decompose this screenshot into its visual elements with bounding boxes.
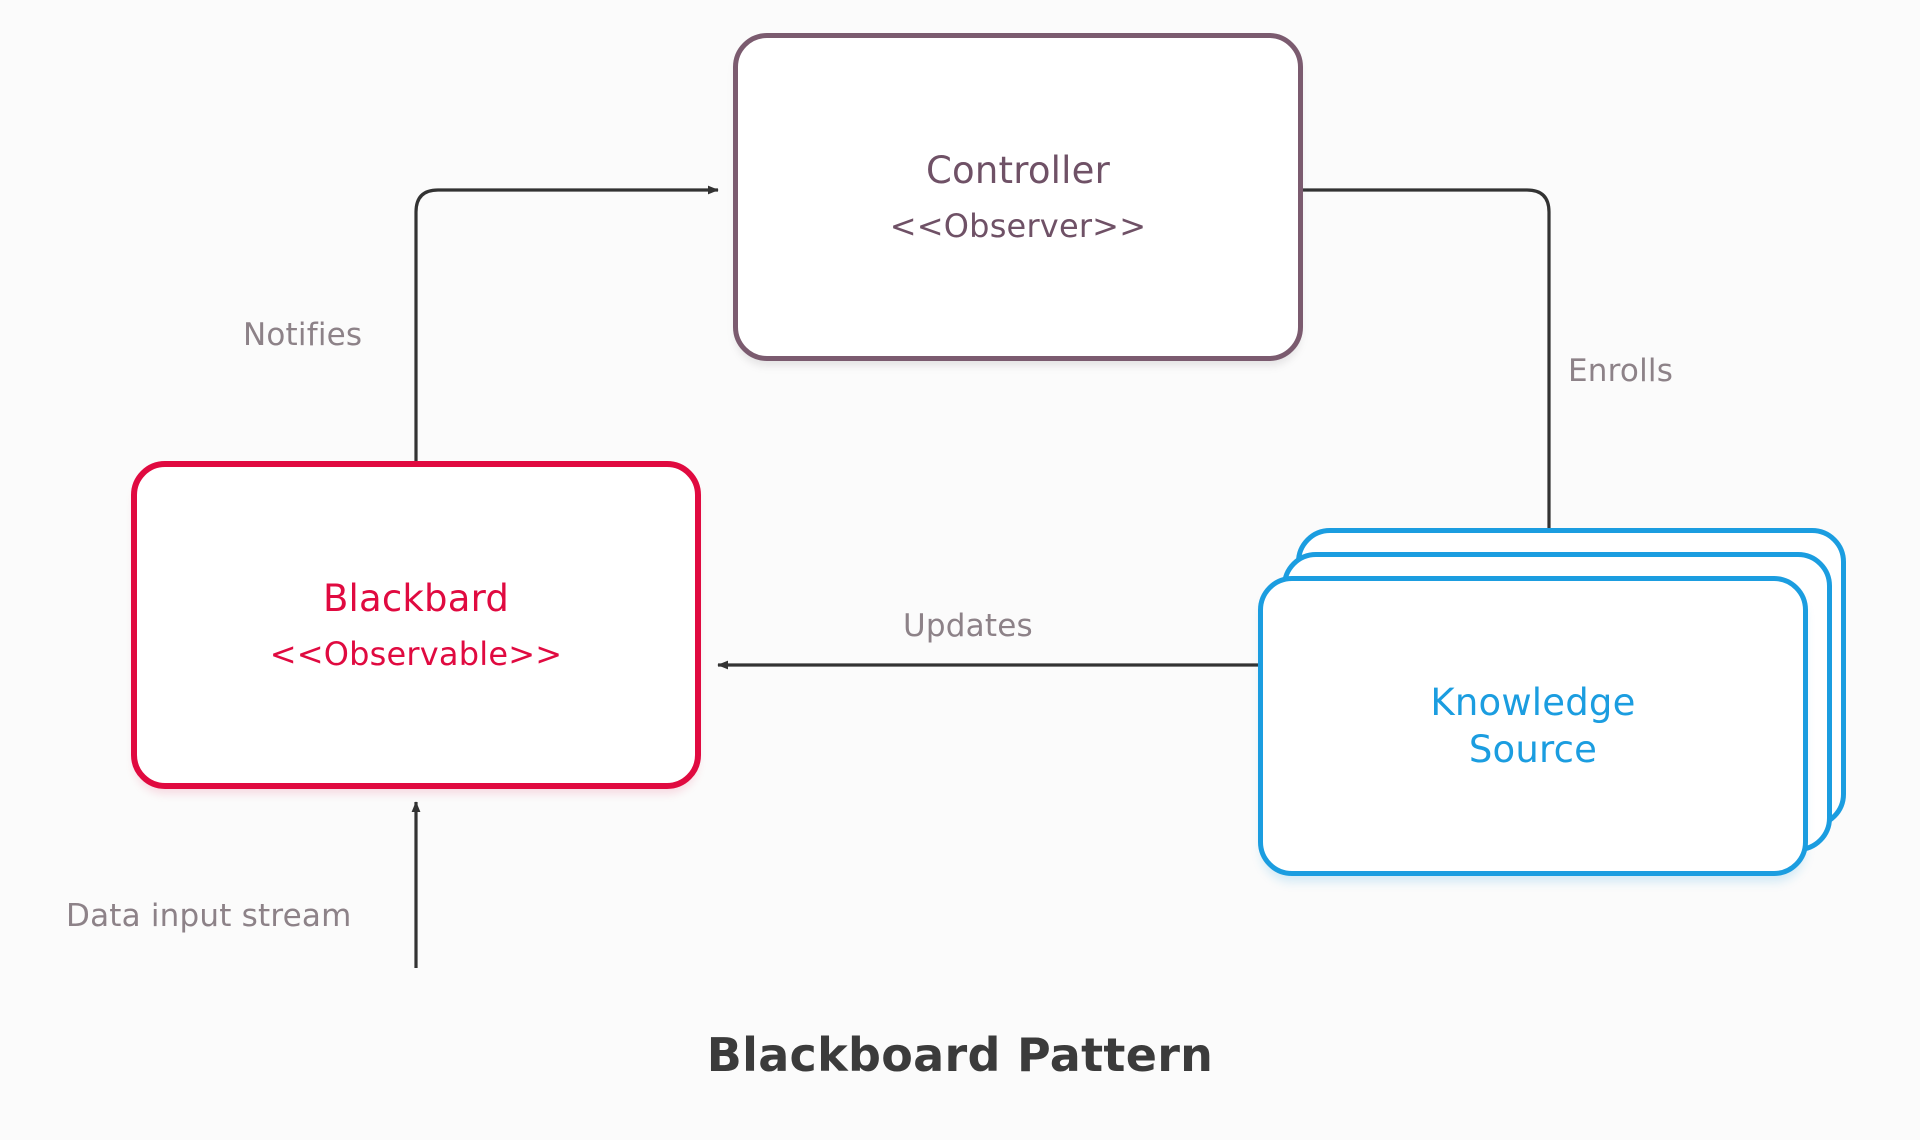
- node-controller[interactable]: Controller <<Observer>>: [733, 33, 1303, 361]
- diagram-caption: Blackboard Pattern: [706, 1028, 1214, 1082]
- edge-label-updates: Updates: [903, 608, 1033, 644]
- controller-stereotype: <<Observer>>: [889, 206, 1147, 245]
- knowledge-source-title-line-1: Knowledge: [1430, 680, 1636, 724]
- knowledge-source-stack-layer-front[interactable]: Knowledge Source: [1258, 576, 1808, 876]
- edge-enrolls-line: [1303, 188, 1554, 563]
- edge-notifies-line: [414, 185, 719, 461]
- edge-label-data-input-stream: Data input stream: [66, 898, 352, 934]
- node-knowledge-source-stack[interactable]: Knowledge Source: [1250, 528, 1890, 918]
- blackbard-title: Blackbard: [322, 577, 510, 621]
- edge-label-enrolls: Enrolls: [1568, 353, 1674, 389]
- blackbard-stereotype: <<Observable>>: [269, 634, 563, 673]
- knowledge-source-title-line-2: Source: [1468, 728, 1598, 771]
- node-blackbard[interactable]: Blackbard <<Observable>>: [131, 461, 701, 789]
- controller-title: Controller: [925, 149, 1110, 193]
- edge-label-notifies: Notifies: [243, 317, 363, 353]
